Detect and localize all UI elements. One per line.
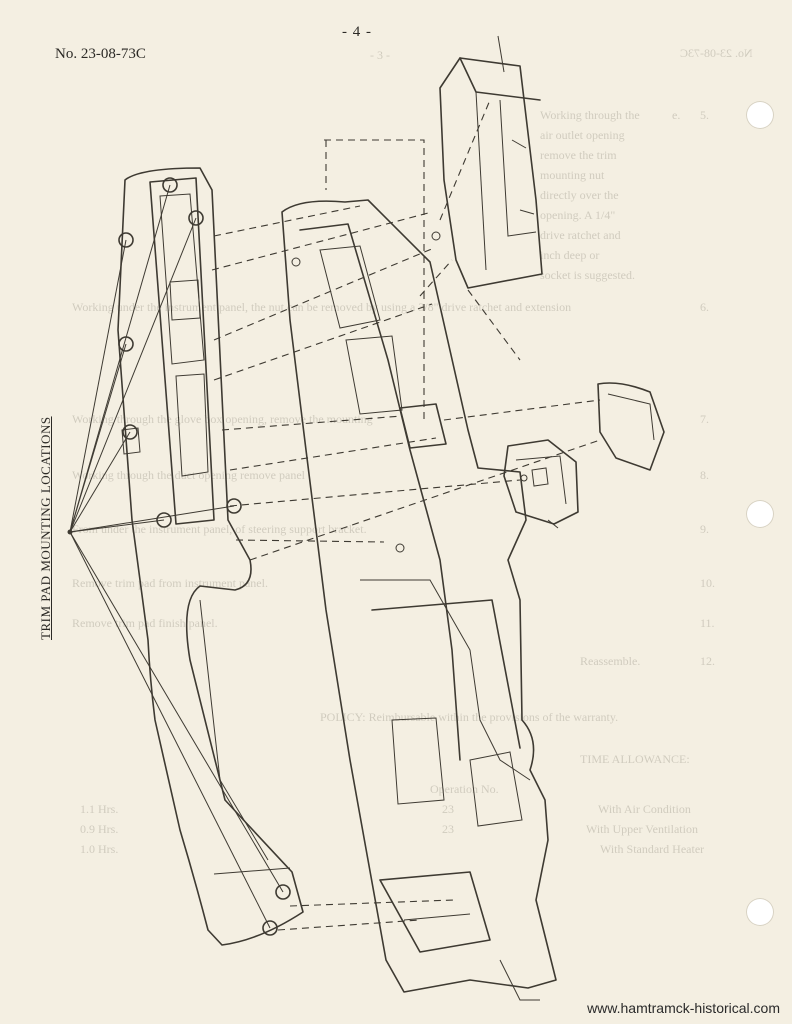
leader-lines bbox=[67, 184, 284, 929]
binder-hole bbox=[746, 898, 774, 926]
ghost-para-text: From under the instrument panel, of stee… bbox=[72, 522, 367, 536]
mount-point-marker bbox=[262, 920, 278, 936]
mount-point-marker bbox=[162, 177, 178, 193]
ghost-step-line: remove the trim bbox=[540, 148, 617, 162]
ghost-page-number: - 3 - bbox=[370, 48, 390, 62]
glove-box-door bbox=[597, 382, 665, 471]
ghost-policy: POLICY: Reimbursable within the provisio… bbox=[320, 710, 619, 724]
ghost-para-text: Reassemble. bbox=[580, 654, 641, 668]
ghost-step-line: inch deep or bbox=[540, 248, 600, 262]
ghost-allowance-hours: 0.9 Hrs. bbox=[80, 822, 119, 836]
ghost-para-text: Remove trim pad finish panel. bbox=[72, 616, 218, 630]
ghost-step-line: air outlet opening bbox=[540, 128, 625, 142]
ghost-time-allowance: TIME ALLOWANCE: bbox=[580, 752, 690, 766]
mount-point-marker bbox=[188, 210, 204, 226]
ghost-allowance-label: With Air Condition bbox=[598, 802, 691, 816]
mount-point-marker bbox=[122, 424, 138, 440]
ghost-operation-label: Operation No. bbox=[430, 782, 499, 796]
ghost-step-line: mounting nut bbox=[540, 168, 605, 182]
ghost-para-num: 12. bbox=[700, 654, 715, 668]
support-bracket bbox=[503, 439, 579, 529]
ghost-allowance-code: 23 bbox=[442, 822, 454, 836]
ghost-step-line: socket is suggested. bbox=[540, 268, 635, 282]
air-outlet-duct bbox=[439, 35, 543, 289]
ghost-allowance-code: 23 bbox=[442, 802, 454, 816]
ghost-step-line: directly over the bbox=[540, 188, 619, 202]
ghost-para-text: Working under the instrument panel, the … bbox=[72, 300, 572, 314]
assembly-guide-lines bbox=[211, 99, 601, 931]
binder-hole bbox=[746, 500, 774, 528]
mount-point-marker bbox=[226, 498, 242, 514]
instrument-panel-frame bbox=[281, 199, 557, 1001]
ghost-step-line: drive ratchet and bbox=[540, 228, 621, 242]
ghost-step-line: opening. A 1/4" bbox=[540, 208, 616, 222]
mount-point-marker bbox=[156, 512, 172, 528]
ghost-para-num: 8. bbox=[700, 468, 709, 482]
mounting-location-markers bbox=[118, 177, 291, 936]
ghost-allowance-hours: 1.1 Hrs. bbox=[80, 802, 119, 816]
ghost-step-letter: e. bbox=[672, 108, 681, 122]
document-number: No. 23-08-73C bbox=[55, 46, 146, 62]
ghost-step-line: Working through the bbox=[540, 108, 640, 122]
ghost-para-num: 7. bbox=[700, 412, 709, 426]
ghost-para-num: 11. bbox=[700, 616, 715, 630]
ghost-para-num: 10. bbox=[700, 576, 715, 590]
website-watermark: www.hamtramck-historical.com bbox=[587, 1000, 780, 1016]
page-number: - 4 - bbox=[342, 24, 372, 40]
trim-pad-outline bbox=[117, 167, 304, 946]
ghost-para-text: Remove trim pad from instrument panel. bbox=[72, 576, 268, 590]
mount-point-marker bbox=[118, 232, 134, 248]
ghost-step-num: 5. bbox=[700, 108, 709, 122]
ghost-para-num: 6. bbox=[700, 300, 709, 314]
ghost-allowance-label: With Standard Heater bbox=[600, 842, 705, 856]
binder-hole bbox=[746, 101, 774, 129]
mount-point-marker bbox=[275, 884, 291, 900]
ghost-allowance-hours: 1.0 Hrs. bbox=[80, 842, 119, 856]
ghost-para-num: 9. bbox=[700, 522, 709, 536]
ghost-allowance-label: With Upper Ventilation bbox=[586, 822, 698, 836]
